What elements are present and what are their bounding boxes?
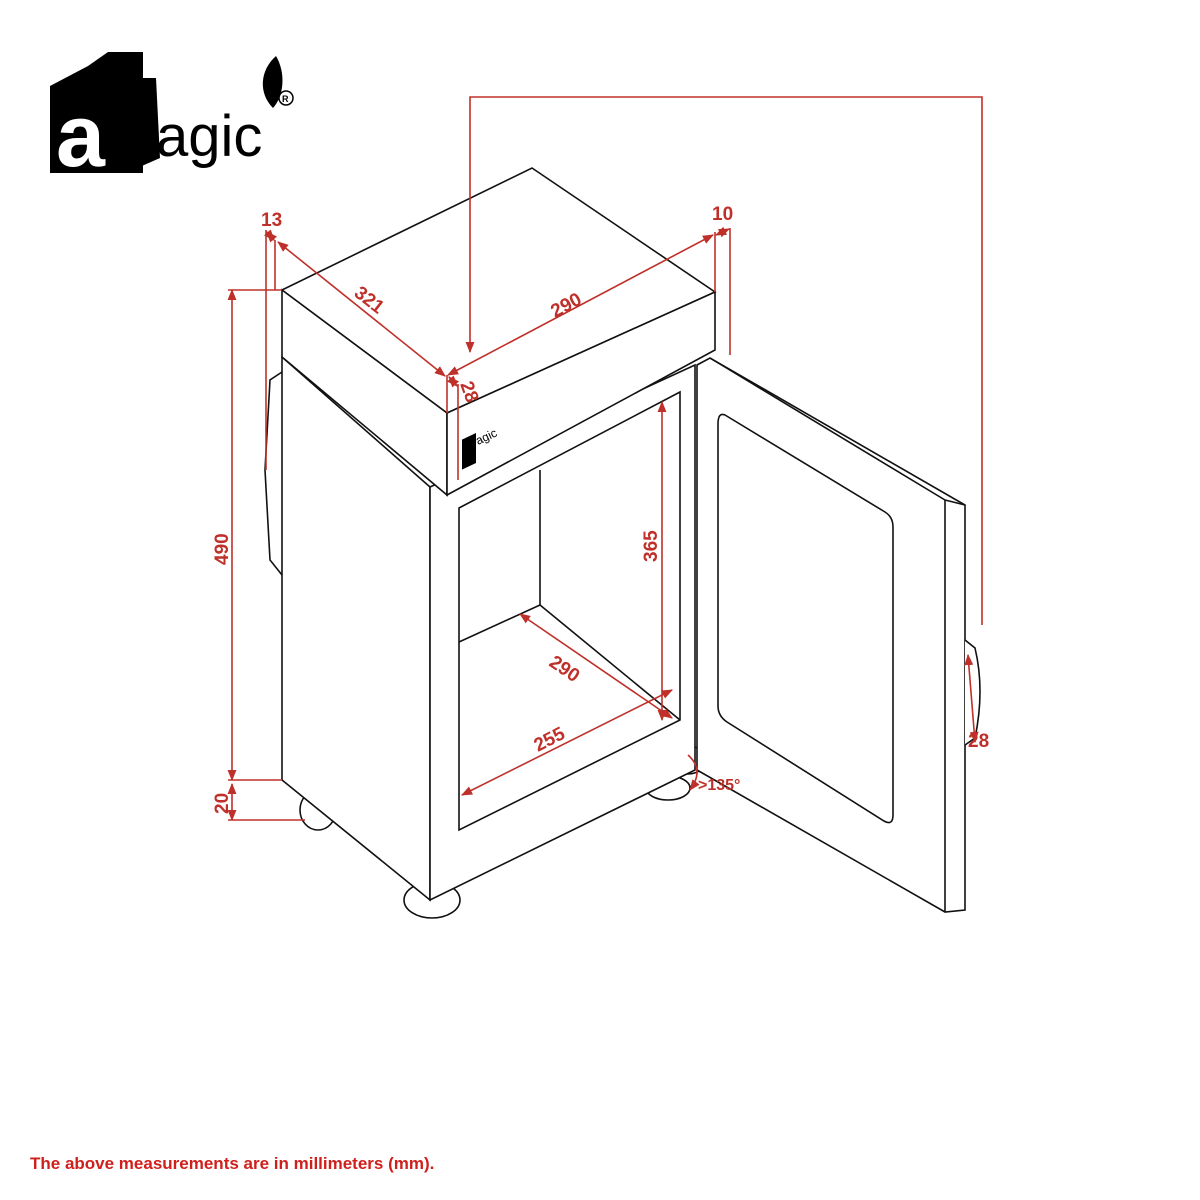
amagic-logo: a agic R xyxy=(48,48,308,178)
dim-inner-height: 365 xyxy=(641,530,662,562)
svg-text:R: R xyxy=(282,94,289,104)
open-door xyxy=(696,357,981,913)
dim-top-left-offset: 13 xyxy=(261,210,282,231)
dim-door-angle: >135° xyxy=(698,777,740,794)
units-note: The above measurements are in millimeter… xyxy=(30,1154,435,1173)
svg-text:a: a xyxy=(56,86,106,178)
dimension-labels: 490 20 13 321 290 10 28 365 290 255 28 >… xyxy=(212,204,989,814)
dim-handle-depth: 28 xyxy=(968,731,989,752)
dim-height: 490 xyxy=(212,533,233,565)
door-handle xyxy=(964,639,981,746)
dimension-lines xyxy=(227,96,983,822)
dim-foot-height: 20 xyxy=(212,793,233,814)
svg-text:agic: agic xyxy=(156,104,262,169)
side-handle xyxy=(264,371,283,576)
dim-top-right-offset: 10 xyxy=(712,204,733,225)
